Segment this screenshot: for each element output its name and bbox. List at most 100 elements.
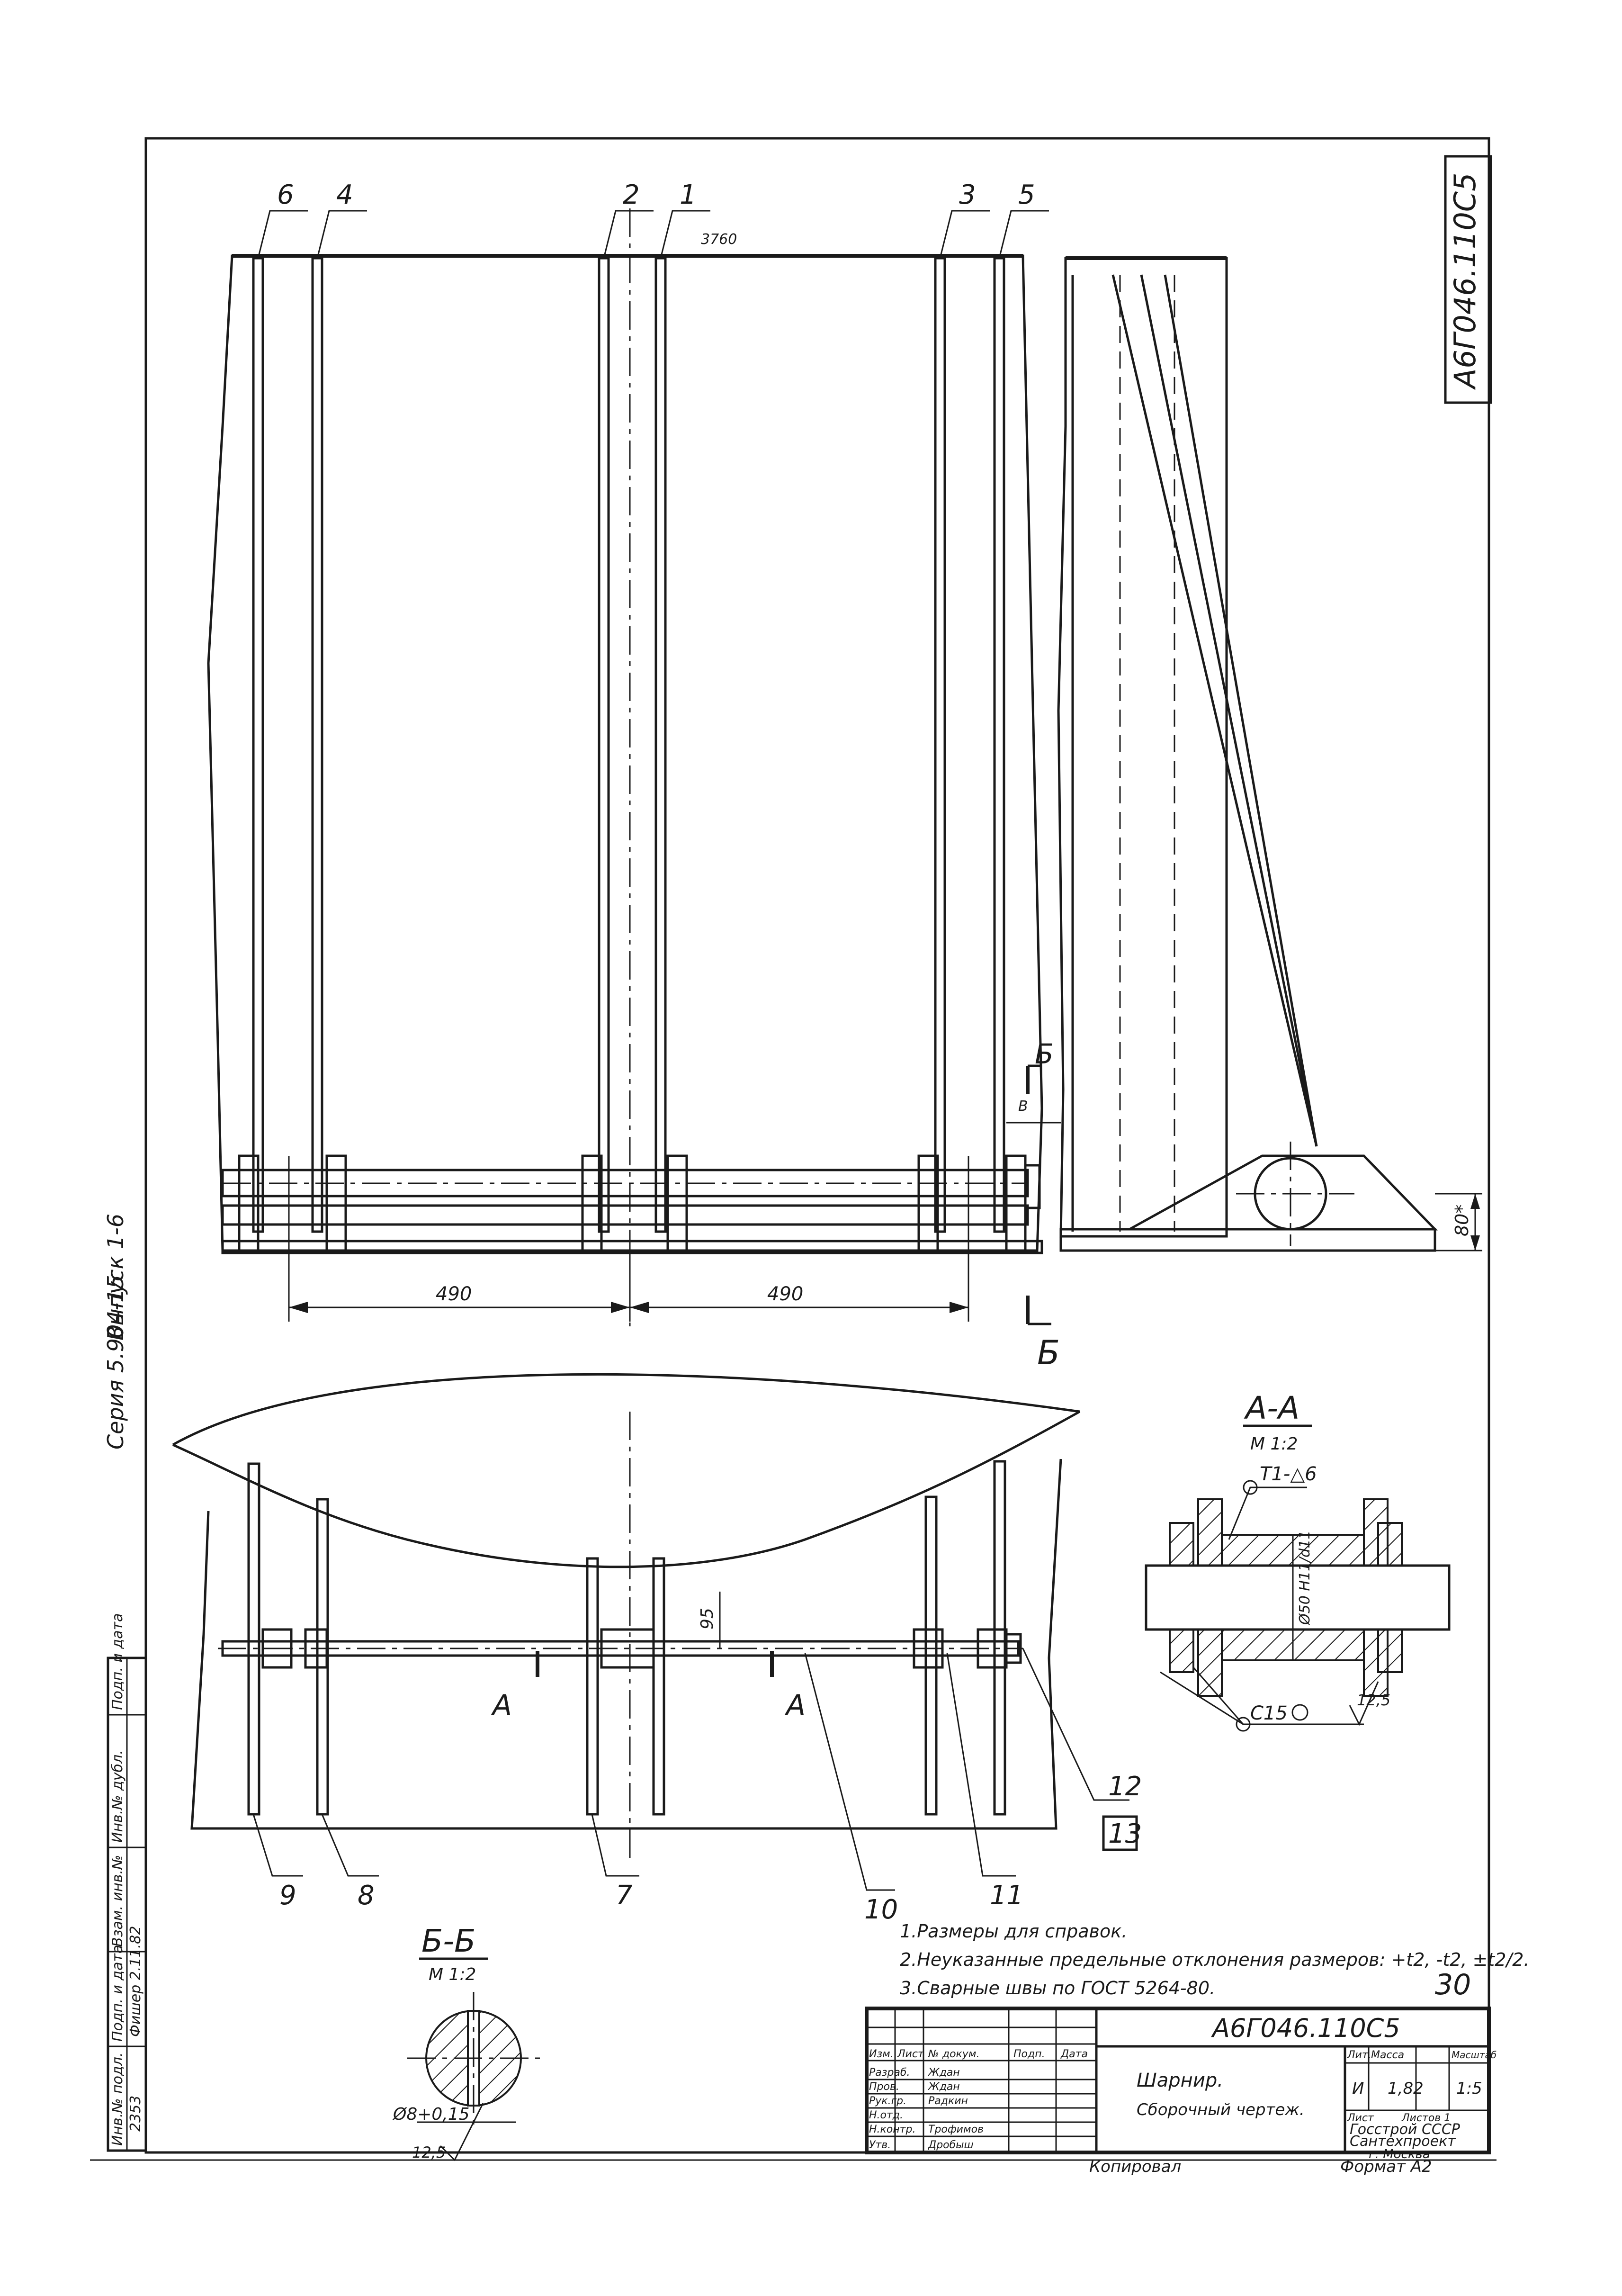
section-bb-hole-dim: Ø8+0,15 bbox=[392, 2105, 470, 2124]
front-view: 6 4 2 1 3 5 3760 490 490 Б Б В bbox=[207, 180, 1061, 1372]
plan-curve-inner bbox=[172, 1410, 1081, 1568]
leader-label-11: 11 bbox=[990, 1880, 1023, 1911]
dim-490-left: 490 bbox=[436, 1283, 472, 1305]
tb-role-5: Н.контр. bbox=[869, 2124, 915, 2135]
tb-role-2: Пров. bbox=[869, 2081, 899, 2093]
leader-label-4: 4 bbox=[336, 180, 353, 210]
tb-person-2: Ждан bbox=[927, 2081, 960, 2093]
notes: 1.Размеры для справок. 2.Неуказанные пре… bbox=[900, 1921, 1529, 2001]
section-b-marks: Б Б В bbox=[1006, 1038, 1061, 1372]
tb-stage: И bbox=[1352, 2079, 1364, 2098]
section-b-mark-bottom: Б bbox=[1037, 1333, 1060, 1372]
stamp-value-sign: Фишер 2.11.82 bbox=[127, 1926, 144, 2037]
tb-subtitle: Сборочный чертеж. bbox=[1137, 2100, 1305, 2119]
section-bb-roughness: 12,5 bbox=[412, 2143, 446, 2161]
tb-role-1: Разраб. bbox=[869, 2067, 910, 2079]
tb-col-scale: Масштаб bbox=[1452, 2049, 1497, 2061]
plan-view: 95 А А 9 8 7 10 11 12 13 bbox=[172, 1373, 1142, 1925]
stamp-label-2: Подп. и дата bbox=[109, 1945, 126, 2042]
tb-person-1: Ждан bbox=[927, 2067, 960, 2079]
side-view: 80* bbox=[1057, 256, 1482, 1252]
leader-label-1: 1 bbox=[680, 180, 697, 210]
section-aa-weld-bottom: С15 bbox=[1250, 1702, 1288, 1724]
side-dim-80: 80* bbox=[1452, 1205, 1472, 1236]
section-aa-dim: Ø50 Н11/d11 bbox=[1297, 1531, 1313, 1626]
tb-role-3: Рук.гр. bbox=[869, 2095, 906, 2107]
front-view-outline bbox=[207, 254, 1043, 1252]
tb-document-code: A6Г046.110С5 bbox=[1211, 2013, 1400, 2043]
note-1: 1.Размеры для справок. bbox=[900, 1921, 1127, 1942]
tb-header-izm: Изм. bbox=[869, 2048, 894, 2060]
leader-label-3: 3 bbox=[959, 180, 976, 210]
section-aa: А-А М 1:2 Ø50 Н11/d11 Т1-△6 С15 12,5 bbox=[1145, 1390, 1451, 1732]
tb-org-3: г. Москва bbox=[1369, 2147, 1430, 2161]
plan-dim-95: 95 bbox=[698, 1608, 717, 1630]
front-view-dimensions: 490 490 bbox=[288, 1156, 969, 1322]
section-bb-title: Б-Б bbox=[421, 1923, 475, 1959]
tb-sheets: Листов 1 bbox=[1401, 2112, 1451, 2124]
tb-col-mass: Масса bbox=[1371, 2049, 1404, 2061]
plan-axle bbox=[221, 1640, 1020, 1657]
margin-stamp: Инв.№ подл. Подп. и дата Взам. инв.№ Инв… bbox=[107, 1613, 147, 2152]
stamp-label-3: Взам. инв.№ bbox=[109, 1855, 126, 1947]
series-label: Серия 5.904-15 bbox=[103, 1275, 128, 1450]
tb-mass: 1,82 bbox=[1388, 2079, 1424, 2098]
tb-name: Шарнир. bbox=[1137, 2070, 1223, 2091]
tb-header-date: Дата bbox=[1060, 2048, 1088, 2060]
side-view-outline bbox=[1057, 257, 1228, 1238]
plan-curve-outer bbox=[172, 1373, 1080, 1446]
tb-person-5: Трофимов bbox=[928, 2124, 984, 2135]
leader-label-6: 6 bbox=[277, 180, 294, 210]
stamp-label-1: Инв.№ подл. bbox=[109, 2053, 126, 2146]
stamp-value-inv: 2353 bbox=[127, 2096, 144, 2132]
stamp-label-4: Инв.№ дубл. bbox=[109, 1750, 126, 1843]
tb-header-doc: № докум. bbox=[928, 2048, 979, 2060]
section-aa-weld-top: Т1-△6 bbox=[1260, 1463, 1317, 1485]
section-a-mark-left: А bbox=[491, 1689, 512, 1722]
plan-view-leaders: 9 8 7 10 11 12 13 bbox=[252, 1648, 1142, 1925]
side-bracket bbox=[1125, 1154, 1438, 1231]
tb-org-1: Госстрой СССР bbox=[1350, 2121, 1461, 2138]
note-2: 2.Неуказанные предельные отклонения разм… bbox=[900, 1949, 1529, 1970]
tb-format: Формат А2 bbox=[1340, 2157, 1432, 2176]
leader-label-8: 8 bbox=[358, 1880, 375, 1911]
document-code-vertical: A6Г046.110С5 bbox=[1448, 172, 1482, 390]
plan-view-outline bbox=[190, 1459, 1062, 1830]
leader-label-5: 5 bbox=[1018, 180, 1035, 210]
leader-label-7: 7 bbox=[616, 1880, 633, 1911]
tb-header-list: Лист bbox=[897, 2048, 924, 2060]
tb-role-6: Утв. bbox=[869, 2139, 891, 2151]
tb-col-stage: Лит. bbox=[1347, 2049, 1371, 2061]
small-dim: В bbox=[1018, 1098, 1028, 1115]
plan-view-plates bbox=[247, 1460, 1006, 1816]
tb-sheet: Лист bbox=[1347, 2112, 1374, 2124]
leader-label-9: 9 bbox=[279, 1880, 296, 1911]
section-aa-scale: М 1:2 bbox=[1250, 1434, 1298, 1454]
leader-label-10: 10 bbox=[864, 1894, 898, 1925]
title-block: Изм. Лист № докум. Подп. Дата Разраб. Пр… bbox=[865, 2007, 1497, 2176]
section-aa-roughness: 12,5 bbox=[1357, 1691, 1390, 1709]
section-aa-title: А-А bbox=[1244, 1390, 1299, 1426]
section-b-mark-top: Б bbox=[1035, 1038, 1054, 1070]
sheet-number: 30 bbox=[1435, 1968, 1471, 2001]
leader-label-2: 2 bbox=[623, 180, 640, 210]
note-3: 3.Сварные швы по ГОСТ 5264-80. bbox=[900, 1978, 1215, 1999]
front-view-plates bbox=[252, 257, 1005, 1233]
section-a-mark-right: А bbox=[784, 1689, 806, 1722]
front-view-leaders: 6 4 2 1 3 5 3760 bbox=[257, 180, 1049, 259]
sheet-frame bbox=[144, 137, 1490, 2154]
tb-copied: Копировал bbox=[1089, 2157, 1181, 2176]
dim-490-right: 490 bbox=[767, 1283, 803, 1305]
stamp-label-5: Подп. и дата bbox=[109, 1613, 126, 1710]
tb-org-2: Сантехпроект bbox=[1350, 2133, 1456, 2150]
leader-label-12: 12 bbox=[1108, 1771, 1142, 1802]
section-bb-scale: М 1:2 bbox=[429, 1965, 476, 1984]
code-box: A6Г046.110С5 bbox=[1444, 155, 1492, 404]
front-top-dim: 3760 bbox=[701, 231, 737, 248]
tb-role-4: Н.отд. bbox=[869, 2109, 903, 2121]
tb-scale: 1:5 bbox=[1456, 2079, 1482, 2098]
tb-header-sign: Подп. bbox=[1013, 2048, 1045, 2060]
leader-label-13: 13 bbox=[1108, 1819, 1142, 1849]
